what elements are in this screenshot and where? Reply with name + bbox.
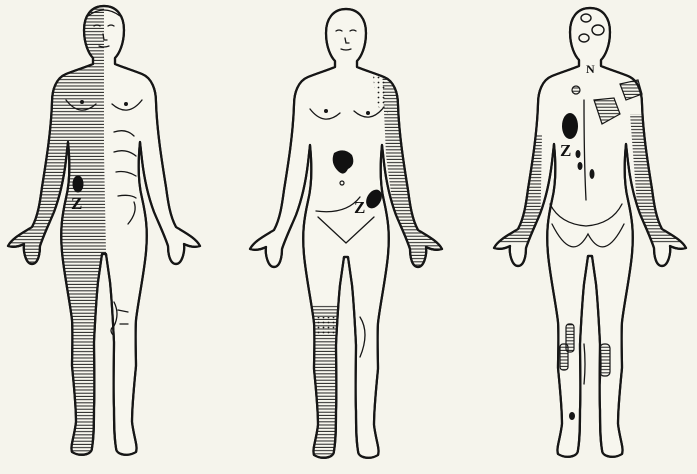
blob-label: Z bbox=[560, 141, 571, 160]
blob-label: Z bbox=[71, 194, 82, 213]
neck-label: N bbox=[586, 62, 595, 76]
figure-front-middle: Z bbox=[250, 9, 456, 474]
lesion-blob bbox=[562, 113, 578, 139]
blob-label: Z bbox=[354, 198, 365, 217]
figure-back-right: N Z bbox=[480, 8, 697, 457]
lesion-blob bbox=[73, 176, 84, 193]
figure-front-left: Z bbox=[0, 2, 200, 472]
